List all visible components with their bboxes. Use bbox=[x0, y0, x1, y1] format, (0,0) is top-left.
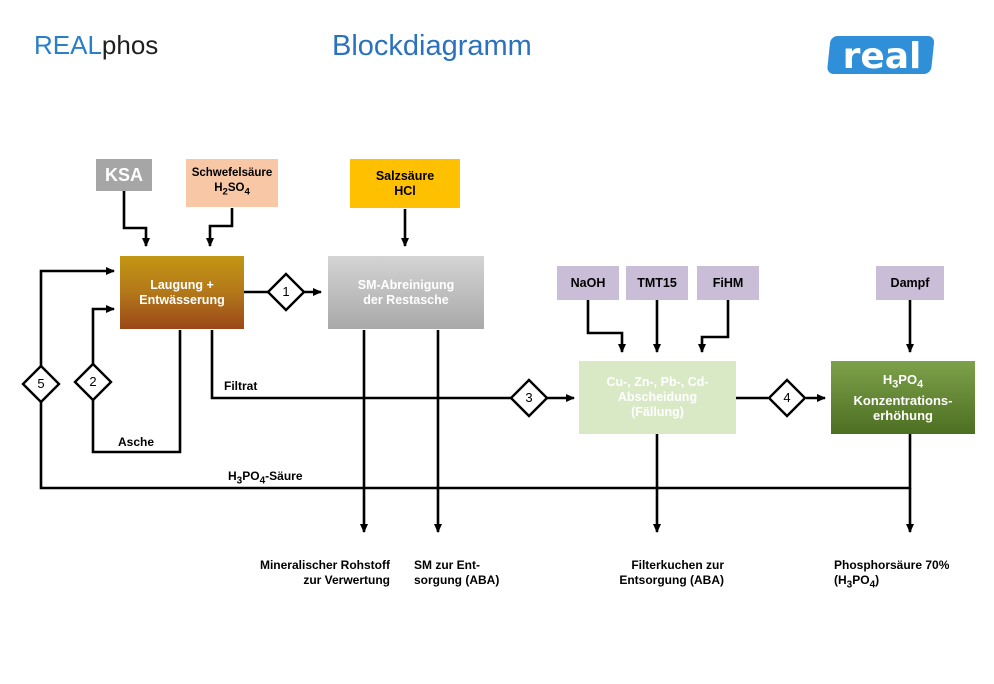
output-sm-line1: SM zur Ent- bbox=[414, 558, 480, 572]
output-sm: SM zur Ent- sorgung (ABA) bbox=[414, 558, 554, 588]
brand-part-real: REAL bbox=[34, 30, 102, 60]
asche-loop-line bbox=[91, 309, 182, 454]
salz-label: Salzsäure bbox=[375, 168, 435, 183]
faellung-line3: (Fällung) bbox=[631, 405, 684, 419]
asche-label: Asche bbox=[118, 435, 155, 449]
saeure-return-line bbox=[39, 271, 912, 490]
naoh-to-faellung-line bbox=[586, 300, 626, 353]
schwefel-label: Schwefelsäure bbox=[191, 167, 273, 180]
tmt15-label: TMT15 bbox=[637, 275, 677, 290]
process-faellung: Cu-, Zn-, Pb-, Cd- Abscheidung (Fällung) bbox=[579, 361, 736, 434]
input-ksa-label: KSA bbox=[104, 164, 143, 185]
process-laugung: Laugung + Entwässerung bbox=[120, 256, 244, 329]
decision-number-3: 3 bbox=[525, 390, 533, 405]
output-mineral: Mineralischer Rohstoff zur Verwertung bbox=[232, 558, 390, 588]
output-phos-formula: (H3PO4) bbox=[834, 573, 880, 591]
output-filter-line1: Filterkuchen zur bbox=[631, 558, 724, 572]
output-phosphorsaeure: Phosphorsäure 70% (H3PO4) bbox=[834, 558, 984, 592]
output-mineral-line2: zur Verwertung bbox=[303, 573, 390, 587]
decision-number-4: 4 bbox=[783, 390, 791, 405]
decision-diamond-4 bbox=[767, 378, 807, 418]
fihm-to-faellung-line bbox=[698, 300, 730, 353]
filtrat-line-a bbox=[210, 330, 512, 400]
filtrat-label: Filtrat bbox=[224, 379, 258, 393]
decision-diamond-2 bbox=[73, 362, 113, 402]
schwefel-formula: H2SO4 bbox=[214, 182, 250, 198]
input-dampf: Dampf bbox=[876, 266, 944, 300]
saeure-label: H3PO4-Säure bbox=[228, 469, 303, 487]
decision-number-1: 1 bbox=[282, 284, 290, 299]
process-sm-abreinigung: SM-Abreinigung der Restasche bbox=[328, 256, 484, 329]
input-tmt15: TMT15 bbox=[626, 266, 688, 300]
sm-line2: der Restasche bbox=[363, 292, 449, 307]
dampf-label: Dampf bbox=[890, 275, 930, 290]
input-naoh: NaOH bbox=[557, 266, 619, 300]
sm-line1: SM-Abreinigung bbox=[357, 277, 455, 292]
output-filterkuchen: Filterkuchen zur Entsorgung (ABA) bbox=[586, 558, 724, 588]
fihm-label: FiHM bbox=[712, 275, 744, 290]
ksa-to-laugung-line bbox=[122, 190, 150, 247]
process-konzentration: H3PO4 Konzentrations- erhöhung bbox=[831, 361, 975, 434]
brand-part-phos: phos bbox=[101, 30, 159, 60]
decision-diamond-1 bbox=[266, 272, 306, 312]
konz-formula: H3PO4 bbox=[882, 372, 924, 391]
input-salzsaeure: Salzsäure HCl bbox=[350, 159, 460, 208]
konz-line3: erhöhung bbox=[873, 407, 933, 423]
faellung-line1: Cu-, Zn-, Pb-, Cd- bbox=[606, 375, 709, 389]
output-mineral-line1: Mineralischer Rohstoff bbox=[259, 558, 390, 572]
decision-number-5: 5 bbox=[37, 376, 45, 391]
page-title: Blockdiagramm bbox=[332, 30, 532, 62]
decision-diamond-3 bbox=[509, 378, 549, 418]
input-fihm: FiHM bbox=[697, 266, 759, 300]
brand-wordmark: REALphos bbox=[34, 30, 158, 61]
faellung-line2: Abscheidung bbox=[617, 390, 698, 404]
input-schwefelsaeure: Schwefelsäure H2SO4 bbox=[186, 159, 278, 207]
laugung-line2: Entwässerung bbox=[139, 292, 225, 307]
output-filter-line2: Entsorgung (ABA) bbox=[619, 573, 724, 587]
schwefel-to-laugung-line bbox=[206, 208, 234, 247]
input-ksa: KSA bbox=[96, 159, 152, 191]
decision-diamond-5 bbox=[21, 364, 61, 404]
real-logo: real bbox=[827, 36, 935, 77]
salz-formula: HCl bbox=[394, 183, 416, 198]
naoh-label: NaOH bbox=[570, 275, 606, 290]
logo-background bbox=[827, 36, 935, 74]
laugung-line1: Laugung + bbox=[150, 277, 214, 292]
logo-wordmark: real bbox=[843, 36, 922, 77]
output-phos-line1: Phosphorsäure 70% bbox=[834, 558, 950, 572]
output-sm-line2: sorgung (ABA) bbox=[414, 573, 500, 587]
konz-line2: Konzentrations- bbox=[853, 392, 953, 408]
decision-number-2: 2 bbox=[89, 374, 97, 389]
